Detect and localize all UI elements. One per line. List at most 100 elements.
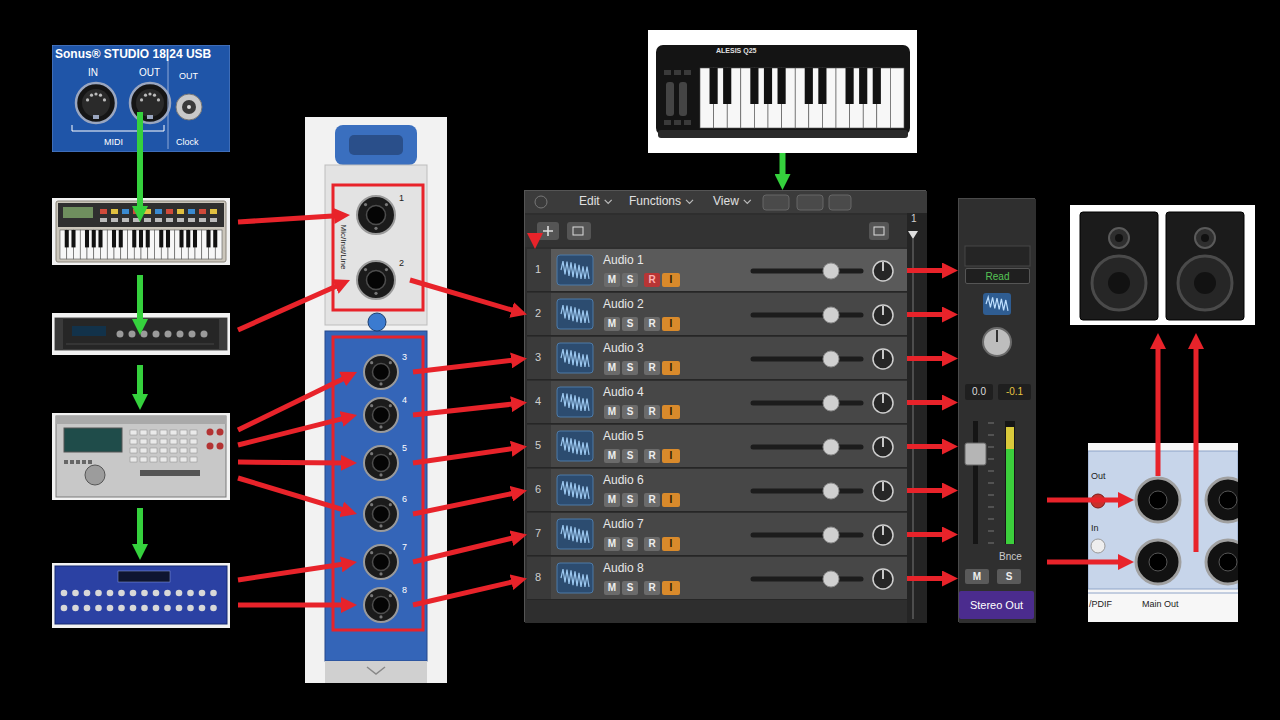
panel-button xyxy=(684,70,691,75)
row-divider xyxy=(527,599,907,600)
pan-knob xyxy=(873,437,893,457)
xlr-pin xyxy=(385,203,388,206)
panel-button xyxy=(180,457,187,462)
knob xyxy=(165,331,172,338)
knob xyxy=(72,605,79,612)
black-key xyxy=(805,68,813,104)
button-label: I xyxy=(662,273,680,287)
knob xyxy=(141,331,148,338)
text-holder: 1 xyxy=(399,193,404,203)
signal-connector xyxy=(907,576,948,581)
signal-arrow xyxy=(137,508,143,550)
xlr-pin xyxy=(374,227,377,230)
text-label: ALESIS Q25 xyxy=(716,47,756,55)
socket-pin xyxy=(90,94,93,97)
pan-pointer xyxy=(882,350,884,359)
text-holder: Mic/Inst/Line xyxy=(338,225,347,270)
track-row: 3Audio 3MSRI xyxy=(527,337,907,380)
signal-connector xyxy=(413,537,518,562)
volume-slider xyxy=(753,401,861,406)
panel-button xyxy=(170,448,177,453)
text-holder: M xyxy=(604,273,620,287)
number-column xyxy=(527,513,551,556)
slider-knob xyxy=(823,571,839,587)
black-key xyxy=(85,230,89,247)
socket-notch xyxy=(147,115,153,119)
tool-icon xyxy=(874,227,884,235)
toolbar-button xyxy=(763,195,789,210)
signal-arrow xyxy=(137,112,143,212)
button-label: S xyxy=(622,493,638,507)
row-divider xyxy=(527,555,907,556)
connector xyxy=(207,429,214,436)
scale-tick xyxy=(988,543,994,544)
tool-row xyxy=(525,215,927,247)
connector xyxy=(217,429,224,436)
xlr-combo-jack xyxy=(357,261,395,299)
socket-pin xyxy=(148,92,151,95)
button-label: S xyxy=(997,569,1021,584)
signal-arrow xyxy=(1047,498,1124,503)
button-label: I xyxy=(662,449,680,463)
text-holder: S xyxy=(997,569,1021,584)
black-key xyxy=(139,230,143,247)
text-holder: I xyxy=(662,273,680,287)
button-label: 0.0 xyxy=(965,384,993,400)
xlr-combo-jack xyxy=(364,446,398,480)
signal-connector xyxy=(907,400,948,405)
button-label: S xyxy=(622,405,638,419)
button-label: S xyxy=(622,581,638,595)
keyboard-lip xyxy=(658,130,908,138)
knob xyxy=(95,605,102,612)
text-holder: S xyxy=(622,493,638,507)
quarter-inch-jack xyxy=(1206,478,1238,522)
text-holder: Audio 5 xyxy=(603,430,644,444)
highlight-box xyxy=(333,337,423,630)
panel-button xyxy=(210,218,217,222)
display xyxy=(64,428,122,452)
text-label: Audio 5 xyxy=(603,430,644,444)
button-label: I xyxy=(662,581,680,595)
panel-button xyxy=(180,430,187,435)
device-frame xyxy=(1070,205,1255,325)
ruler-number: 1 xyxy=(911,213,917,225)
button-label: S xyxy=(622,537,638,551)
text-holder: I xyxy=(662,493,680,507)
signal-connector xyxy=(413,404,517,415)
panel-button xyxy=(170,439,177,444)
volume-slider xyxy=(753,489,861,494)
signal-arrow xyxy=(238,478,348,511)
bnc-connector xyxy=(176,94,202,120)
panel-button xyxy=(111,218,118,222)
knob xyxy=(153,590,160,597)
knob xyxy=(176,590,183,597)
socket-pin xyxy=(157,98,160,101)
waveform xyxy=(561,349,589,367)
track-ground xyxy=(527,469,907,512)
input-jack: 1 xyxy=(354,193,410,237)
text-holder: S xyxy=(622,361,638,375)
number-column xyxy=(527,337,551,380)
signal-arrow xyxy=(238,460,347,466)
waveform xyxy=(561,525,589,543)
panel-divider xyxy=(168,59,169,149)
interface-back-panel-drawing xyxy=(1088,443,1238,622)
signal-connector xyxy=(907,312,948,317)
button-label: M xyxy=(604,449,620,463)
track-row-drawing xyxy=(527,381,907,424)
disk-slot xyxy=(140,470,200,476)
knob xyxy=(72,590,79,597)
xlr-pin xyxy=(379,615,382,618)
knob xyxy=(107,590,114,597)
add-button xyxy=(537,222,559,240)
xlr-combo-jack xyxy=(364,497,398,531)
black-key xyxy=(818,68,826,104)
knob xyxy=(153,331,160,338)
panel-button xyxy=(664,70,671,75)
text-holder: 2 xyxy=(535,307,541,320)
chevron xyxy=(367,667,385,674)
xlr-pin xyxy=(379,524,382,527)
knob xyxy=(189,331,196,338)
text-holder: S xyxy=(622,405,638,419)
